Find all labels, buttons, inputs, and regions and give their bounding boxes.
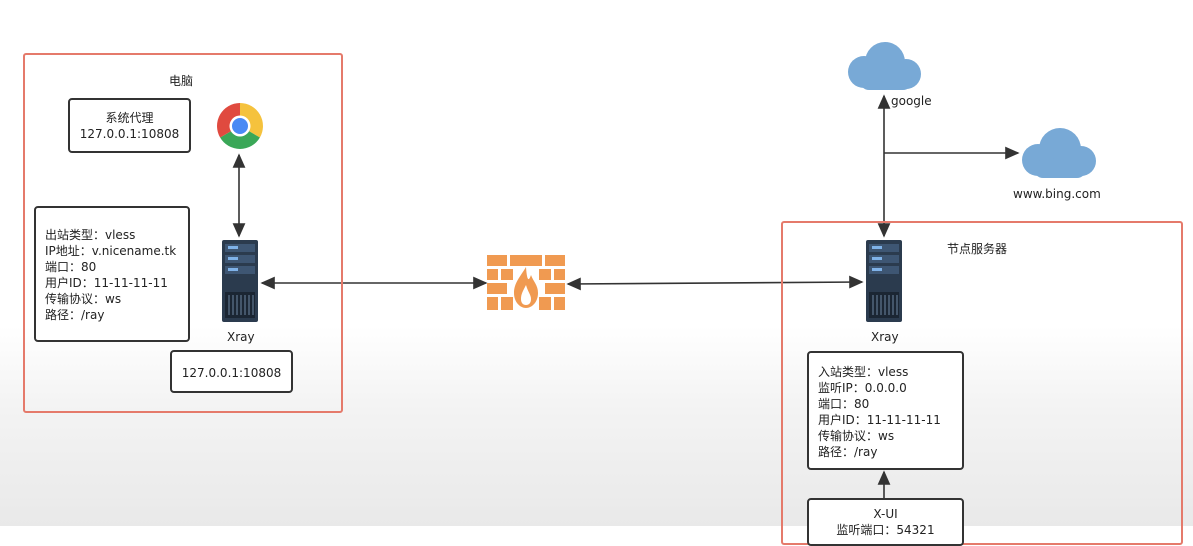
cloud-icon	[846, 40, 924, 92]
computer-group-title: 电脑	[169, 74, 194, 88]
left-xray-label: Xray	[227, 330, 255, 344]
computer-group	[23, 53, 343, 413]
listen-address: 127.0.0.1:10808	[181, 366, 282, 380]
inbound-line: 路径：/ray	[818, 445, 878, 459]
cloud-icon	[1020, 126, 1098, 180]
inbound-config-box: 入站类型：vless 监听IP：0.0.0.0 端口：80 用户ID：11-11…	[807, 351, 964, 470]
chrome-icon	[215, 101, 265, 151]
outbound-config-box: 出站类型：vless IP地址：v.nicename.tk 端口：80 用户ID…	[34, 206, 190, 342]
system-proxy-box: 系统代理 127.0.0.1:10808	[68, 98, 191, 153]
outbound-line: 出站类型：vless	[45, 228, 136, 242]
connector-layer	[232, 94, 1020, 498]
outbound-line: 用户ID：11-11-11-11	[45, 276, 168, 290]
server-icon	[866, 240, 902, 322]
xui-box: X-UI 监听端口：54321	[807, 498, 964, 546]
outbound-line: 传输协议：ws	[45, 292, 122, 306]
listen-address-box: 127.0.0.1:10808	[170, 350, 293, 393]
xui-title: X-UI	[873, 507, 898, 521]
outbound-line: 端口：80	[45, 260, 97, 274]
connector-firewall-node	[566, 275, 864, 291]
inbound-line: 监听IP：0.0.0.0	[818, 381, 907, 395]
outbound-line: IP地址：v.nicename.tk	[45, 244, 177, 258]
node-server-group-title: 节点服务器	[947, 242, 1008, 256]
xui-port: 监听端口：54321	[836, 523, 935, 537]
system-proxy-address: 127.0.0.1:10808	[79, 127, 180, 141]
bing-label: www.bing.com	[1013, 187, 1101, 201]
google-label: google	[891, 94, 932, 108]
inbound-line: 端口：80	[818, 397, 870, 411]
right-xray-label: Xray	[871, 330, 899, 344]
inbound-line: 传输协议：ws	[818, 429, 895, 443]
firewall-icon	[487, 255, 565, 310]
inbound-line: 用户ID：11-11-11-11	[818, 413, 941, 427]
system-proxy-title: 系统代理	[105, 111, 154, 125]
outbound-line: 路径：/ray	[45, 308, 105, 322]
server-icon	[222, 240, 258, 322]
inbound-line: 入站类型：vless	[818, 365, 909, 379]
